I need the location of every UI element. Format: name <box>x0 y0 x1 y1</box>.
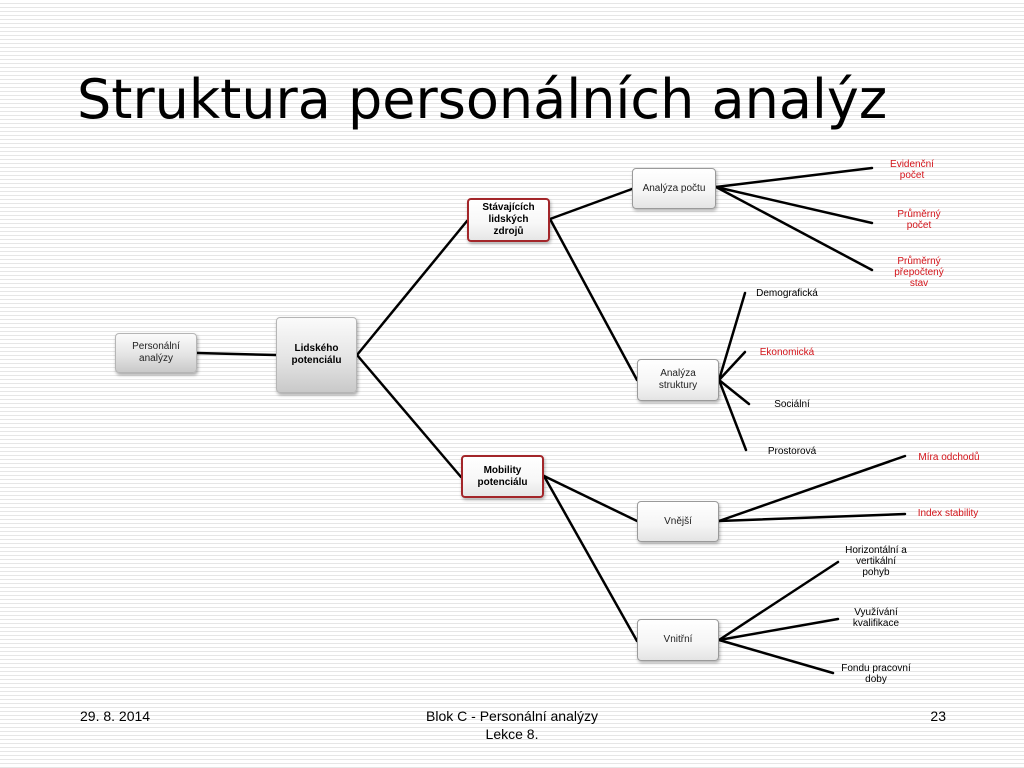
leaf-prumerny-prepocteny-stav: Průměrný přepočtený stav <box>894 256 944 289</box>
leaf-socialni: Sociální <box>774 399 810 410</box>
edge-struktura-demograficka <box>717 291 747 382</box>
leaf-horizontalni-a-vertikalni-pohyb: Horizontální a vertikální pohyb <box>845 545 907 578</box>
edge-mobility-vnitrni <box>542 474 639 643</box>
node-mobility-potencialu: Mobility potenciálu <box>461 455 544 498</box>
edge-stavajicich-pocet <box>548 187 634 221</box>
edge-vnitrni-fondu <box>717 638 835 675</box>
edge-vnitrni-horizontalni <box>717 560 840 642</box>
edge-struktura-prostorova <box>717 378 748 452</box>
node-analyza-struktury: Analýza struktury <box>637 359 719 401</box>
edge-lidskeho-mobility <box>355 353 463 479</box>
edge-lidskeho-stavajicich <box>355 219 469 357</box>
leaf-evidencni-pocet: Evidenční počet <box>890 159 934 181</box>
edge-stavajicich-struktura <box>548 217 639 382</box>
edge-struktura-socialni <box>717 378 751 406</box>
edge-struktura-ekonomicka <box>717 350 747 382</box>
edge-pocet-evidencni <box>714 166 874 189</box>
node-personalni-analyzy: Personální analýzy <box>115 333 197 373</box>
footer-center: Blok C - Personální analýzy Lekce 8. <box>362 707 662 743</box>
edge-mobility-vnejsi <box>542 474 639 523</box>
edge-pocet-prumerny <box>714 185 874 225</box>
footer-center-line1: Blok C - Personální analýzy <box>426 708 598 724</box>
node-vnitrni: Vnitřní <box>637 619 719 661</box>
slide-title: Struktura personálních analýz <box>77 68 888 131</box>
leaf-demograficka: Demografická <box>756 288 818 299</box>
node-analyza-poctu: Analýza počtu <box>632 168 716 209</box>
edge-pocet-prepocteny <box>714 185 874 272</box>
leaf-fondu-pracovni-doby: Fondu pracovní doby <box>841 663 911 685</box>
edge-vnitrni-vyuzivani <box>717 617 840 642</box>
node-stavajicich-lidskych-zdroju: Stávajících lidských zdrojů <box>467 198 550 242</box>
leaf-vyuzivani-kvalifikace: Využívání kvalifikace <box>852 607 900 629</box>
edge-vnejsi-index <box>717 512 907 523</box>
node-lidskeho-potencialu: Lidského potenciálu <box>276 317 357 393</box>
footer-date: 29. 8. 2014 <box>80 708 151 724</box>
footer-page-number: 23 <box>930 708 946 724</box>
leaf-ekonomicka: Ekonomická <box>759 347 815 358</box>
edge-root-lidskeho <box>195 351 278 357</box>
footer-center-line2: Lekce 8. <box>485 726 539 742</box>
leaf-index-stability: Index stability <box>917 508 979 519</box>
node-vnejsi: Vnější <box>637 501 719 542</box>
edge-vnejsi-mira <box>717 454 907 523</box>
leaf-prostorova: Prostorová <box>767 446 817 457</box>
leaf-prumerny-pocet: Průměrný počet <box>897 209 941 231</box>
leaf-mira-odchodu: Míra odchodů <box>918 452 980 463</box>
